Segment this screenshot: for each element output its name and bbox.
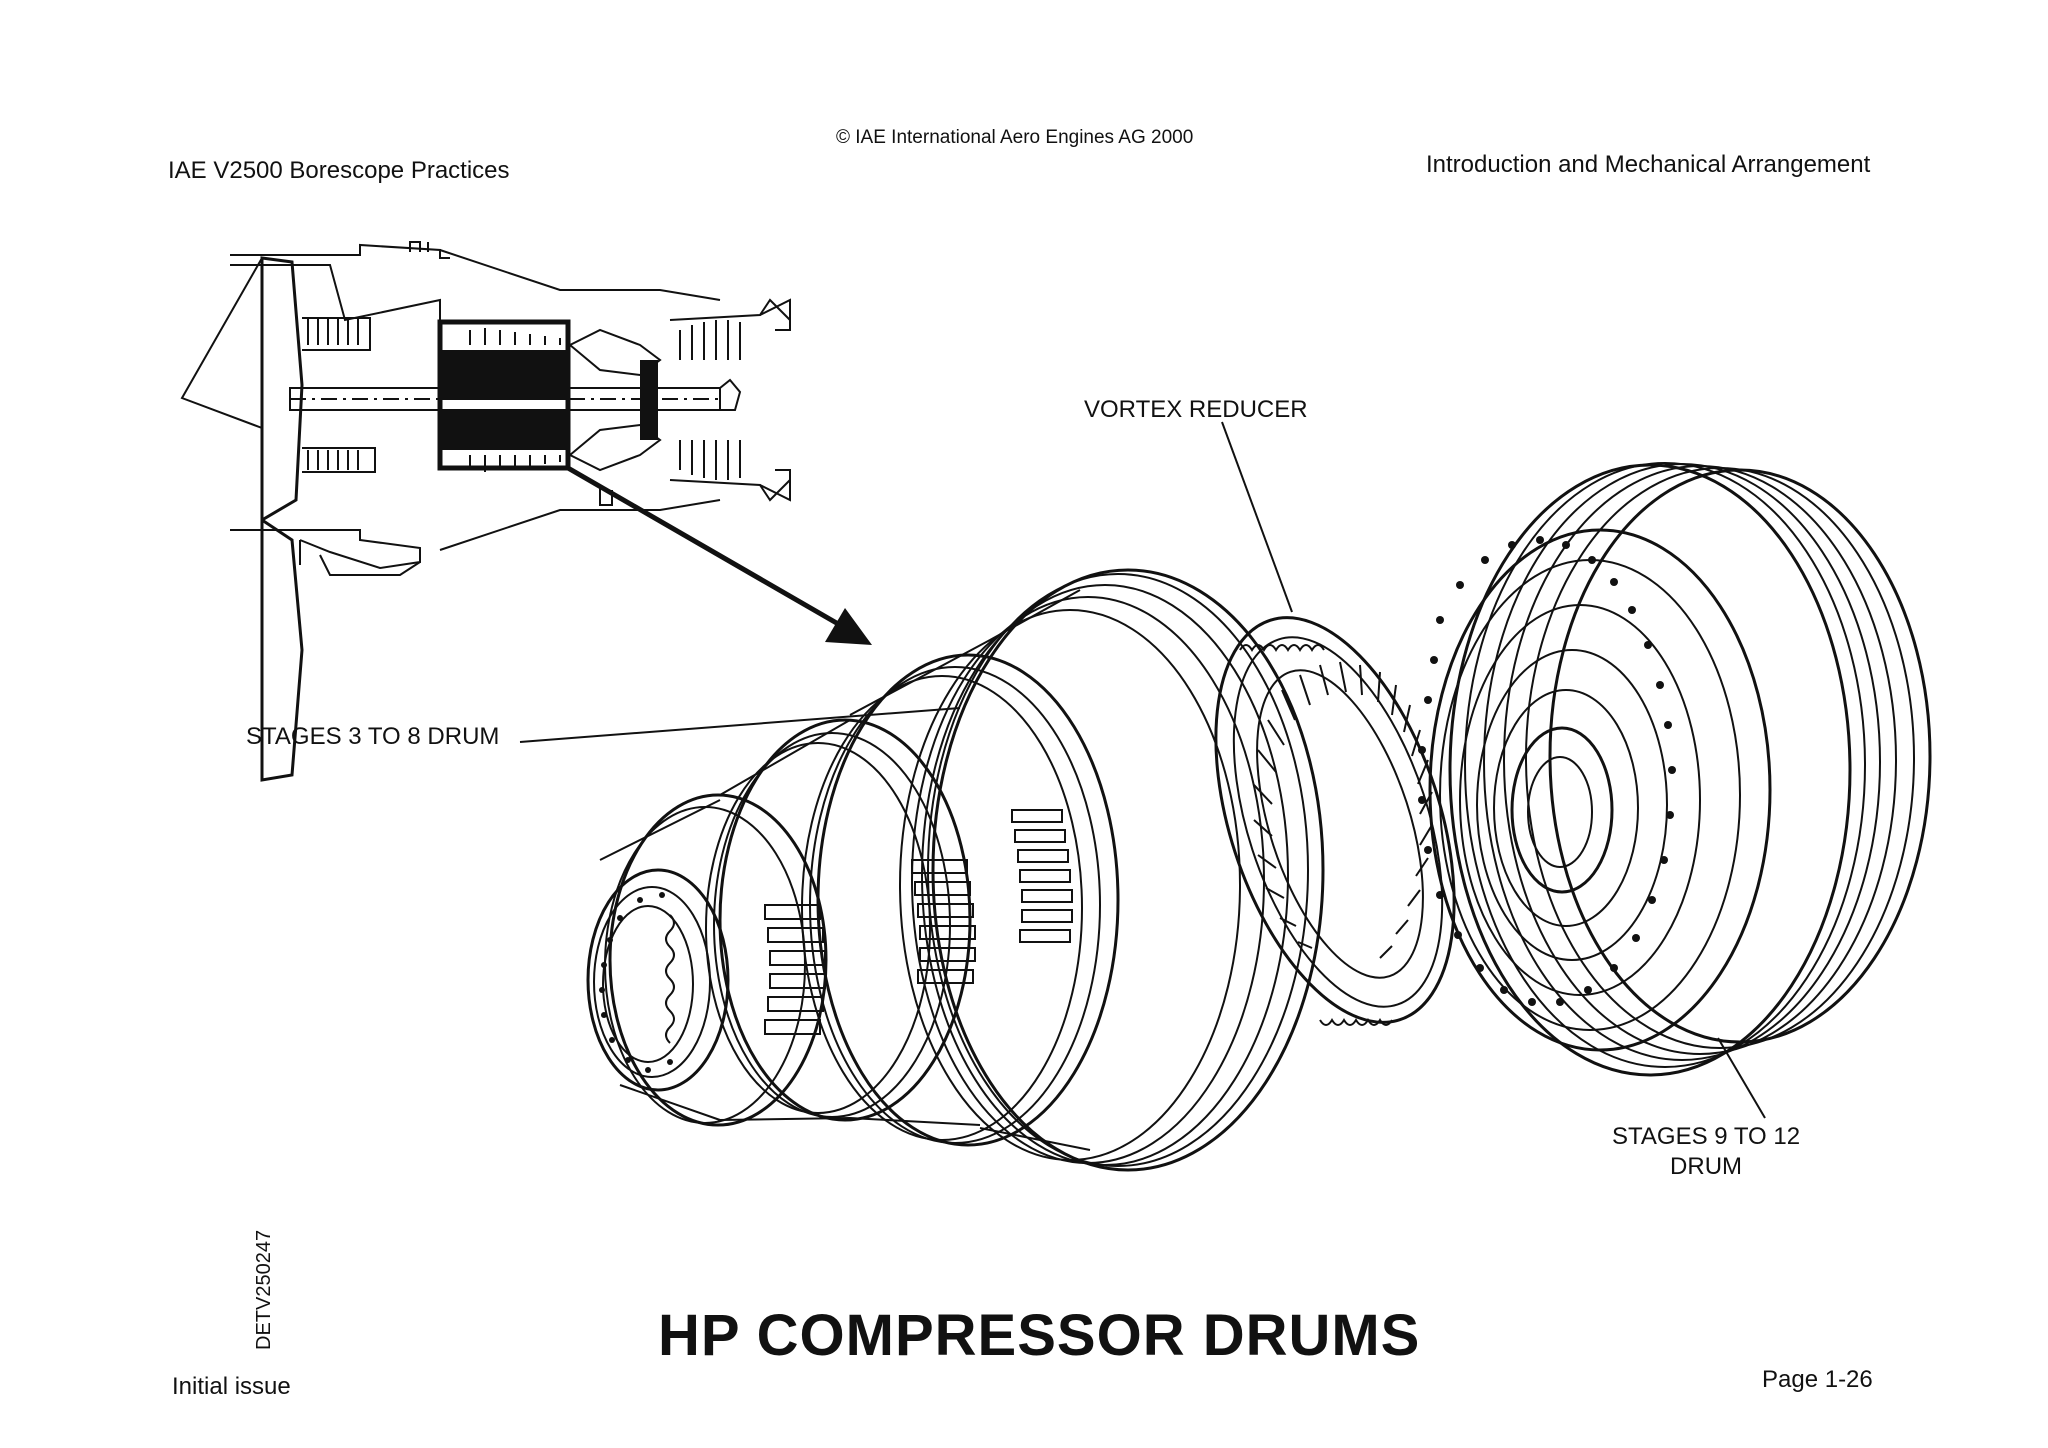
header-section-title: Introduction and Mechanical Arrangement [1426,151,1871,178]
label-vortex-reducer: VORTEX REDUCER [1084,396,1308,423]
callout-arrow [566,465,872,645]
engine-cross-section [180,241,791,782]
header-copyright: © IAE International Aero Engines AG 2000 [836,127,1194,148]
leader-line-vortex-reducer [1221,421,1293,613]
label-stages-9-to-12-line1: STAGES 9 TO 12 [1612,1123,1801,1150]
leader-line-stages-9-to-12 [1717,1037,1766,1119]
stages-3-to-8-drum [586,568,1325,1172]
document-id: DETV250247 [253,1229,275,1350]
label-stages-9-to-12-line2: DRUM [1670,1153,1743,1180]
vortex-reducer [1214,616,1456,1026]
footer-issue: Initial issue [172,1373,291,1400]
label-stages-3-to-8-drum: STAGES 3 TO 8 DRUM [246,723,500,750]
footer-page-number: Page 1-26 [1762,1366,1873,1393]
leader-line-stages-3-to-8 [519,707,961,743]
page-title: HP COMPRESSOR DRUMS [658,1303,1421,1368]
label-stages-9-to-12-drum: STAGES 9 TO 12 DRUM [1612,1122,1800,1182]
stages-9-to-12-drum [1418,462,1932,1077]
header-document-title: IAE V2500 Borescope Practices [168,157,510,184]
